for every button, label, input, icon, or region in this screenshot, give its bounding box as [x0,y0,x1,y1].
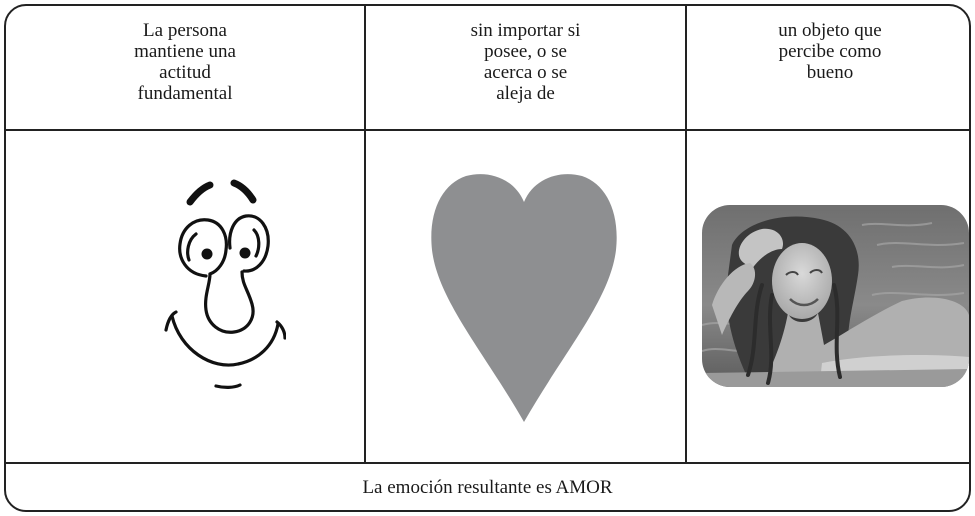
header-divider [6,129,969,131]
woman-photo [702,205,969,387]
header-cell-1: La persona mantiene una actitud fundamen… [134,20,236,104]
column-divider-1 [364,6,366,462]
footer-caption: La emoción resultante es AMOR [362,477,613,498]
header-cell-3: un objeto que percibe como bueno [778,20,882,83]
footer-divider [6,462,969,464]
smiling-face-icon [164,179,286,389]
header-cell-2: sin importar si posee, o se acerca o se … [470,20,581,104]
heart-icon [431,174,617,422]
diagram-table: La persona mantiene una actitud fundamen… [4,4,971,512]
column-divider-2 [685,6,687,462]
